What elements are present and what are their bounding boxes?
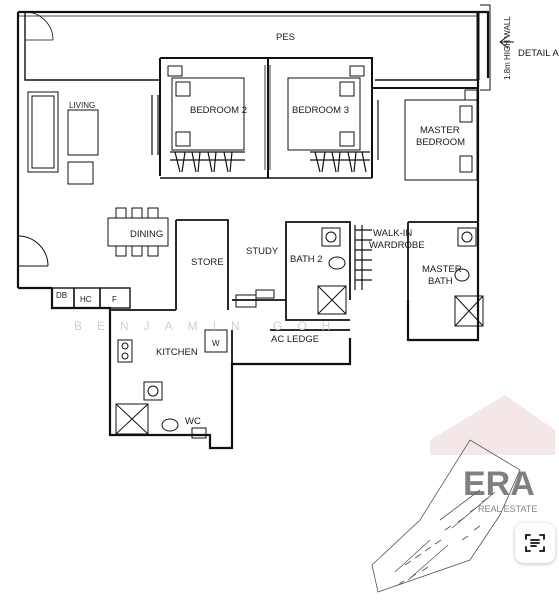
f-label: F xyxy=(112,295,117,304)
w-label: W xyxy=(212,339,220,348)
master-bath-fixtures xyxy=(454,227,484,327)
kitchen-label: KITCHEN xyxy=(156,347,198,358)
walkin-label-1: WALK-IN xyxy=(373,228,412,239)
bath2-label: BATH 2 xyxy=(290,254,323,265)
kitchen-fixtures xyxy=(115,329,228,439)
pes-area xyxy=(18,11,480,81)
study-label: STUDY xyxy=(246,246,279,257)
era-watermark: ERA REAL ESTATE xyxy=(430,395,555,514)
wc-label: WC xyxy=(185,416,201,427)
bedroom-walls xyxy=(159,57,478,179)
living-furniture xyxy=(27,91,99,185)
bedroom3-label: BEDROOM 3 xyxy=(292,105,349,116)
scan-text-icon xyxy=(525,534,545,552)
pes-label: PES xyxy=(276,32,295,43)
master-bedroom-label-1: MASTER xyxy=(420,125,460,136)
inner-walls xyxy=(110,219,478,364)
detail-a-label: DETAIL A xyxy=(518,48,559,59)
master-bath-label-1: MASTER xyxy=(422,264,462,275)
era-brand: ERA xyxy=(463,465,535,503)
era-brand-sub: REAL ESTATE xyxy=(478,504,537,514)
store-label: STORE xyxy=(191,257,224,268)
scan-text-button[interactable] xyxy=(515,523,555,563)
bed-icon xyxy=(167,65,478,181)
site-plan-thumbnail xyxy=(371,439,521,593)
wardrobe-hatch xyxy=(151,95,379,290)
agent-watermark: BENJAMIN GOH xyxy=(74,319,345,333)
dining-label: DINING xyxy=(130,229,163,240)
outer-walls xyxy=(16,10,490,450)
master-bedroom-label-2: BEDROOM xyxy=(416,137,465,148)
ac-ledge-label: AC LEDGE xyxy=(271,334,319,345)
db-label: DB xyxy=(56,291,67,300)
detail-a-marker xyxy=(480,4,514,91)
era-roof-icon xyxy=(430,395,555,455)
study-desk xyxy=(235,289,275,308)
living-label: LIVING xyxy=(69,101,95,110)
walkin-label-2: WARDROBE xyxy=(369,240,425,251)
entrance-door xyxy=(17,232,49,288)
hc-label: HC xyxy=(80,295,92,304)
dining-table-icon xyxy=(107,207,169,257)
bedroom2-label: BEDROOM 2 xyxy=(190,105,247,116)
master-bath-label-2: BATH xyxy=(428,276,453,287)
utility-block xyxy=(51,287,131,309)
bath2-fixtures xyxy=(317,227,347,315)
